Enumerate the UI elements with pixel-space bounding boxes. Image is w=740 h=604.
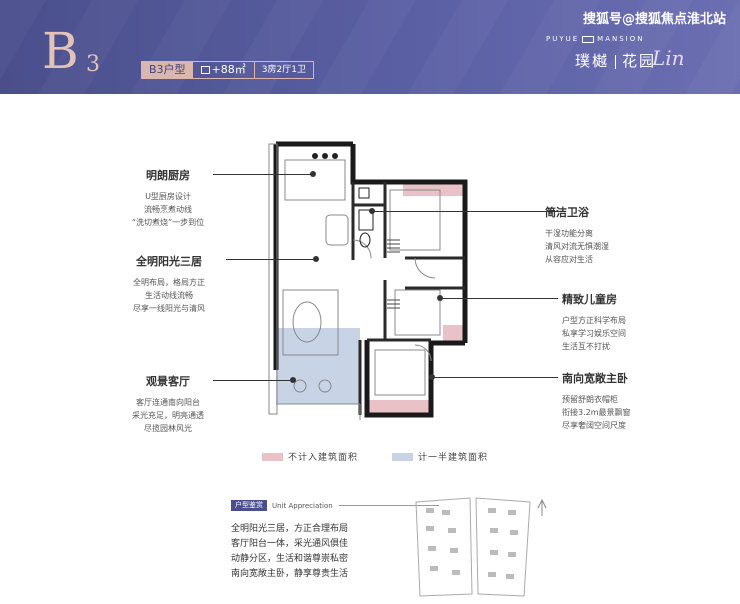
callout-living: 观景客厅 客厅连通南向阳台 采光充足，明亮通透 尽揽园林风光 (108, 373, 228, 435)
callout-living-line: 尽揽园林风光 (144, 424, 192, 433)
callout-three-rooms: 全明阳光三居 全明布局，格局方正 生活动线流畅 尽享一线阳光与清风 (104, 253, 234, 315)
floor-plan (268, 141, 468, 420)
unit-appreciation: 户型鉴赏 Unit Appreciation 全明阳光三居，方正合理布局 客厅阳… (231, 500, 439, 582)
callout-kids-leader (440, 298, 558, 299)
legend-label: 不计入建筑面积 (288, 453, 359, 463)
callout-bath-leader (372, 211, 560, 212)
callout-kids: 精致儿童房 户型方正科学布局 私享学习娱乐空间 生活互不打扰 (562, 291, 662, 353)
callout-kids-line: 生活互不打扰 (562, 342, 610, 351)
callout-kitchen-line: “洗切煮烧”一步到位 (131, 218, 205, 227)
callout-master-line: 尽享奢阔空间尺度 (562, 421, 626, 430)
callout-three-rooms-leader (226, 259, 316, 260)
unit-area-value: +88㎡ (211, 63, 246, 76)
appreciation-tag-en: Unit Appreciation (272, 501, 333, 510)
site-plan-right-plot (475, 497, 531, 597)
brand-english: PUYUE MANSION (546, 35, 645, 43)
brand-chinese: 璞樾花园 (575, 50, 656, 71)
appreciation-line: 客厅阳台一体，采光通风俱佳 (231, 539, 349, 549)
header-pattern (0, 0, 740, 94)
callout-living-leader (213, 380, 293, 381)
appreciation-tag: 户型鉴赏 Unit Appreciation (231, 500, 439, 511)
appreciation-text: 全明阳光三居，方正合理布局 客厅阳台一体，采光通风俱佳 动静分区，生活和谐尊崇私… (231, 522, 439, 582)
callout-three-rooms-dot (313, 256, 319, 262)
unit-number: 3 (86, 52, 100, 77)
bay-window-master (367, 400, 429, 415)
callout-master-line: 衔接3.2m最景飘窗 (562, 408, 631, 417)
callout-living-dot (290, 377, 296, 383)
callout-master-line: 预留舒朗衣帽柜 (562, 395, 618, 404)
callout-master-title: 南向宽敞主卧 (562, 372, 628, 385)
legend-swatch-blue (392, 452, 413, 461)
callout-kitchen-leader (213, 174, 313, 175)
callout-bath-title: 简洁卫浴 (545, 206, 589, 219)
brand-cn-left: 璞樾 (575, 52, 610, 70)
callout-master-leader (432, 377, 558, 378)
appreciation-tag-cn: 户型鉴赏 (231, 500, 267, 511)
callout-bath: 简洁卫浴 干湿功能分离 清风对流无惧潮湿 从容应对生活 (545, 204, 645, 266)
callout-kids-title: 精致儿童房 (562, 293, 617, 306)
appreciation-line: 南向宽敞主卧，静享尊贵生活 (231, 569, 349, 579)
callout-bath-dot (369, 208, 375, 214)
callout-three-rooms-line: 生活动线流畅 (145, 291, 193, 300)
callout-three-rooms-line: 全明布局，格局方正 (133, 278, 205, 287)
callout-bath-line: 清风对流无惧潮湿 (545, 242, 609, 251)
unit-area: +88㎡ (193, 62, 254, 78)
bay-window-bedroom (403, 182, 465, 196)
header-banner: B 3 B3户型 +88㎡ 3房2厅1卫 搜狐号@搜狐焦点淮北站 PUYUE MA… (0, 0, 740, 94)
callout-kitchen-title: 明朗厨房 (146, 169, 190, 182)
bay-window-kids (443, 325, 465, 343)
brand-cn-right: 花园 (622, 52, 657, 70)
callout-master-dot (429, 374, 435, 380)
callout-bath-line: 干湿功能分离 (545, 229, 593, 238)
compass-icon (537, 498, 547, 516)
callout-kids-dot (437, 295, 443, 301)
site-plan (415, 497, 547, 597)
callout-three-rooms-title: 全明阳光三居 (136, 255, 202, 268)
callout-living-line: 采光充足，明亮通透 (132, 411, 204, 420)
brand-script-logo: Lin (652, 46, 685, 70)
unit-type-name: B3户型 (142, 62, 193, 78)
appreciation-line: 动静分区，生活和谐尊崇私密 (231, 554, 349, 564)
callout-living-line: 客厅连通南向阳台 (136, 398, 200, 407)
area-icon (200, 66, 210, 74)
callout-kitchen-line: 流畅烹煮动线 (144, 205, 192, 214)
site-plan-left-plot (415, 497, 473, 597)
callout-bath-line: 从容应对生活 (545, 255, 593, 264)
callout-master: 南向宽敞主卧 预留舒朗衣帽柜 衔接3.2m最景飘窗 尽享奢阔空间尺度 (562, 370, 672, 432)
balcony-zone (276, 328, 360, 404)
callout-kitchen-dot (310, 171, 316, 177)
unit-type-box: B3户型 +88㎡ 3房2厅1卫 (141, 61, 314, 79)
legend-not-counted: 不计入建筑面积 (262, 450, 358, 463)
callout-kitchen-line: U型厨房设计 (145, 192, 191, 201)
appreciation-rule (338, 505, 439, 506)
legend-label: 计一半建筑面积 (418, 453, 489, 463)
callout-kids-line: 私享学习娱乐空间 (562, 329, 626, 338)
unit-letter: B (42, 22, 79, 80)
callout-kids-line: 户型方正科学布局 (562, 316, 626, 325)
brand-emblem-icon (582, 35, 595, 43)
brand-en-left: PUYUE (546, 35, 580, 43)
appreciation-line: 全明阳光三居，方正合理布局 (231, 524, 349, 534)
watermark-text: 搜狐号@搜狐焦点淮北站 (582, 12, 726, 27)
unit-rooms: 3房2厅1卫 (253, 62, 313, 78)
brand-separator (615, 55, 617, 69)
callout-kitchen: 明朗厨房 U型厨房设计 流畅烹煮动线 “洗切煮烧”一步到位 (108, 167, 228, 229)
brand-en-right: MANSION (597, 35, 645, 43)
legend-half-counted: 计一半建筑面积 (392, 450, 488, 463)
legend-swatch-pink (262, 452, 283, 461)
callout-three-rooms-line: 尽享一线阳光与清风 (133, 304, 205, 313)
callout-living-title: 观景客厅 (146, 375, 190, 388)
